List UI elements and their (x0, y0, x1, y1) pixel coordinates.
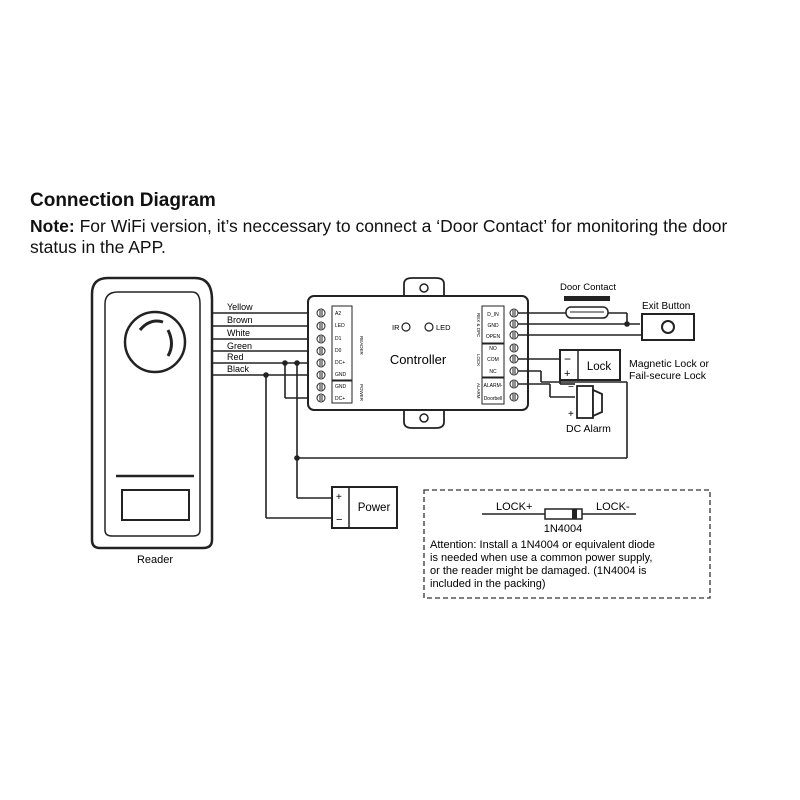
attention-box: LOCK+ LOCK- 1N4004 Attention: Install a … (423, 489, 711, 599)
terminal-led: LED (335, 323, 345, 329)
terminal-gnd-power: GND (335, 384, 347, 390)
alarm-minus-sign: − (568, 382, 574, 393)
dc-alarm-icon: − + DC Alarm (566, 382, 611, 435)
wire-label-black: Black (227, 364, 250, 374)
ir-label: IR (392, 323, 400, 332)
wire-label-yellow: Yellow (227, 302, 253, 312)
attention-line-3: or the reader might be damaged. (1N4004 … (430, 565, 647, 577)
ir-indicator-icon (401, 322, 411, 332)
controller-label: Controller (390, 352, 447, 367)
lock-plus-label: LOCK+ (496, 501, 532, 513)
terminal-dc-plus-reader: DC+ (335, 360, 345, 366)
exit-button-label: Exit Button (642, 301, 690, 312)
exit-button-icon: Exit Button (641, 301, 695, 341)
attention-line-4: included in the packing) (430, 578, 546, 590)
terminal-gnd-rex: GND (487, 323, 499, 329)
right-terminal-labels: D_IN GND OPEN NO COM NC ALARM- Doorbell (484, 312, 503, 402)
screw-slots (319, 310, 516, 401)
diode-label: 1N4004 (544, 523, 583, 535)
terminal-dc-plus-power: DC+ (335, 396, 345, 402)
alarm-plus-sign: + (568, 409, 574, 420)
attention-line-2: is needed when use a common power supply… (430, 552, 652, 564)
reader-card-slot (121, 489, 190, 521)
wire-label-white: White (227, 328, 250, 338)
terminal-d1: D1 (335, 336, 342, 342)
rex-group-label: REX & DPC (476, 313, 481, 338)
dc-alarm-label: DC Alarm (566, 423, 611, 435)
power-group-label: POWER (359, 384, 364, 402)
note-paragraph: Note: For WiFi version, it’s neccessary … (30, 216, 770, 258)
terminal-com: COM (487, 357, 499, 363)
left-terminal-labels: A2 LED D1 D0 DC+ GND GND DC+ (335, 311, 347, 402)
screw-terminals (316, 308, 519, 403)
terminal-a2: A2 (335, 311, 341, 317)
lock-description-line2: Fail-secure Lock (629, 370, 707, 382)
led-label: LED (436, 323, 451, 332)
lock-plus-sign: + (564, 368, 570, 380)
terminal-d-in: D_IN (487, 312, 499, 318)
lock-icon: − + Lock Magnetic Lock or Fail-secure Lo… (559, 349, 709, 382)
power-minus-sign: − (336, 514, 342, 526)
power-label: Power (358, 502, 391, 514)
reader-wire-labels: Yellow Brown White Green Red Black (227, 302, 253, 374)
led-indicator-icon (424, 322, 434, 332)
lock-minus-sign: − (564, 352, 571, 366)
reader-sensor-icon (123, 310, 187, 374)
terminal-no: NO (489, 346, 497, 352)
reader-device: Reader (90, 276, 214, 566)
door-contact-label: Door Contact (560, 282, 616, 293)
right-junctions (624, 321, 630, 327)
terminal-gnd-reader: GND (335, 372, 347, 378)
diode-icon (544, 508, 583, 520)
terminal-d0: D0 (335, 348, 342, 354)
lock-description-line1: Magnetic Lock or (629, 358, 709, 370)
wire-label-green: Green (227, 341, 252, 351)
power-supply-icon: + − Power (331, 486, 398, 529)
reader-group-label: READER (359, 336, 364, 356)
lock-minus-label: LOCK- (596, 501, 630, 513)
controller-box: Controller IR LED A2 LED D1 D0 DC+ GND G… (307, 277, 529, 429)
lock-group-label: LOCK (476, 354, 481, 366)
terminal-nc: NC (489, 369, 497, 375)
reader-label: Reader (137, 554, 173, 566)
terminal-doorbell: Doorbell (484, 396, 503, 402)
lock-label: Lock (587, 361, 612, 373)
door-contact-icon: Door Contact (560, 282, 616, 319)
wire-label-red: Red (227, 352, 244, 362)
attention-line-1: Attention: Install a 1N4004 or equivalen… (430, 539, 655, 551)
note-text: For WiFi version, it’s neccessary to con… (30, 216, 728, 257)
terminal-open: OPEN (486, 334, 501, 340)
wire-label-brown: Brown (227, 315, 253, 325)
power-plus-sign: + (336, 492, 342, 503)
page-title: Connection Diagram (30, 190, 216, 211)
terminal-alarm-minus: ALARM- (484, 383, 503, 389)
note-label: Note: (30, 216, 75, 236)
alarm-group-label: ALARM (476, 383, 481, 399)
